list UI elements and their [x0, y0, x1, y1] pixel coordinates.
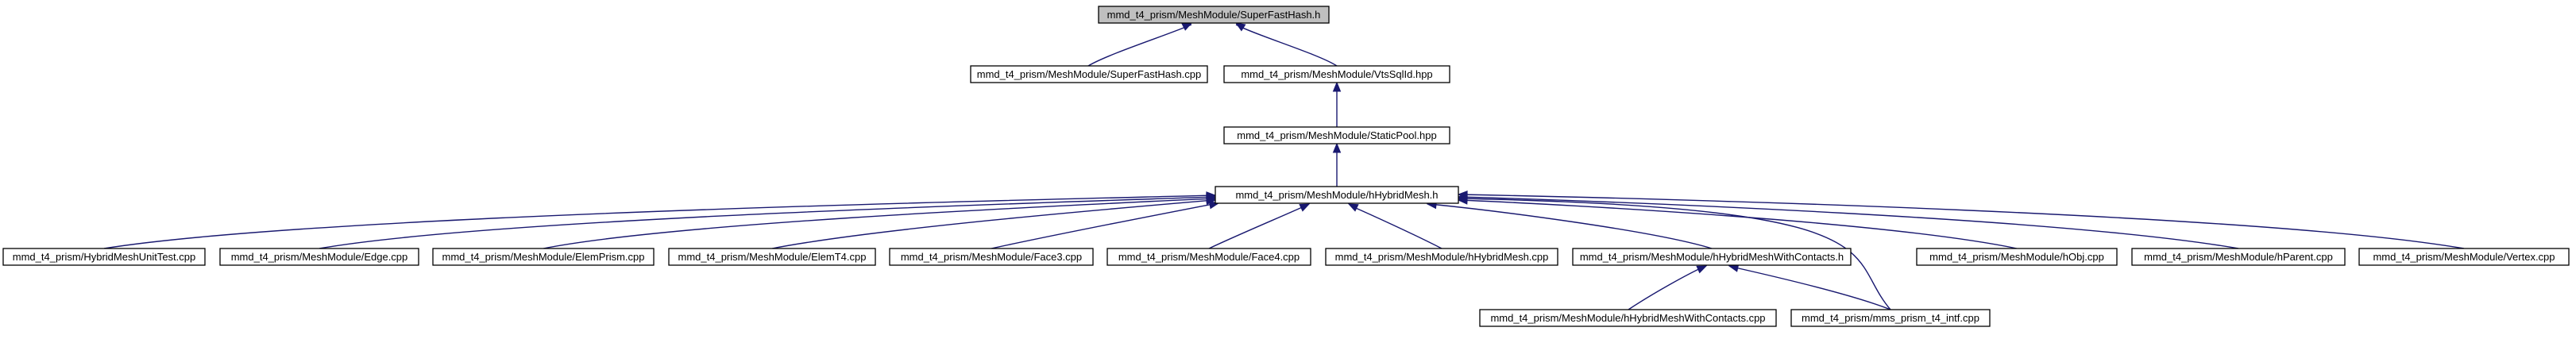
node-label: mmd_t4_prism/MeshModule/ElemT4.cpp — [678, 251, 867, 263]
nodes-layer: mmd_t4_prism/MeshModule/SuperFastHash.hm… — [2, 6, 2570, 327]
edge-hhybridmeshwithcontacts_cpp-to-hhybridmeshwithcontacts_h — [1628, 265, 1708, 310]
edge-line — [1628, 266, 1705, 310]
node-elemprism_cpp[interactable]: mmd_t4_prism/MeshModule/ElemPrism.cpp — [432, 248, 655, 266]
edge-line — [1459, 199, 2018, 249]
node-hhybridmeshwithcontacts_cpp[interactable]: mmd_t4_prism/MeshModule/hHybridMeshWithC… — [1479, 309, 1777, 327]
node-box[interactable] — [1790, 309, 1991, 327]
edge-edge_cpp-to-hhybridmesh_h — [319, 193, 1217, 249]
root-node-box[interactable] — [1098, 6, 1330, 24]
arrowhead — [1696, 265, 1708, 274]
arrowhead — [1457, 194, 1468, 203]
edge-line — [1731, 266, 1891, 310]
edge-line — [991, 202, 1218, 249]
arrowhead — [1181, 22, 1193, 31]
node-hparent_cpp[interactable]: mmd_t4_prism/MeshModule/hParent.cpp — [2131, 248, 2346, 266]
node-box[interactable] — [1479, 309, 1777, 327]
node-box[interactable] — [219, 248, 419, 266]
node-box[interactable] — [2358, 248, 2570, 266]
node-label: mmd_t4_prism/MeshModule/Face4.cpp — [1118, 251, 1300, 263]
edge-line — [543, 198, 1215, 249]
node-label: mmd_t4_prism/MeshModule/hHybridMeshWithC… — [1580, 251, 1844, 263]
edge-hobj_cpp-to-hhybridmesh_h — [1457, 196, 2018, 249]
edge-face4_cpp-to-hhybridmesh_h — [1208, 203, 1311, 249]
node-box[interactable] — [2131, 248, 2346, 266]
node-box[interactable] — [970, 65, 1208, 83]
edge-hhybridmesh_cpp-to-hhybridmesh_h — [1347, 203, 1442, 249]
arrowhead — [1332, 81, 1342, 92]
node-label: mmd_t4_prism/mms_prism_t4_intf.cpp — [1802, 312, 1979, 324]
node-label: mmd_t4_prism/MeshModule/ElemPrism.cpp — [442, 251, 644, 263]
node-hhybridmeshwithcontacts_h[interactable]: mmd_t4_prism/MeshModule/hHybridMeshWithC… — [1572, 248, 1852, 266]
node-label: mmd_t4_prism/MeshModule/hObj.cpp — [1929, 251, 2104, 263]
node-hobj_cpp[interactable]: mmd_t4_prism/MeshModule/hObj.cpp — [1916, 248, 2118, 266]
node-box[interactable] — [1106, 248, 1311, 266]
node-edge_cpp[interactable]: mmd_t4_prism/MeshModule/Edge.cpp — [219, 248, 419, 266]
node-staticpool_hpp[interactable]: mmd_t4_prism/MeshModule/StaticPool.hpp — [1223, 126, 1450, 144]
node-superfasthash_h[interactable]: mmd_t4_prism/MeshModule/SuperFastHash.h — [1098, 6, 1330, 24]
edge-mms_prism_t4_intf_cpp-to-hhybridmesh_h — [1457, 194, 1891, 310]
edge-line — [319, 196, 1215, 249]
node-label: mmd_t4_prism/MeshModule/Face3.cpp — [901, 251, 1082, 263]
node-label: mmd_t4_prism/MeshModule/StaticPool.hpp — [1237, 129, 1436, 141]
node-hhybridmesh_cpp[interactable]: mmd_t4_prism/MeshModule/hHybridMesh.cpp — [1325, 248, 1558, 266]
edge-hybridmeshunittest_cpp-to-hhybridmesh_h — [103, 191, 1217, 249]
edge-line — [1429, 203, 1713, 249]
node-label: mmd_t4_prism/MeshModule/SuperFastHash.h — [1107, 9, 1321, 21]
node-box[interactable] — [1916, 248, 2118, 266]
edge-line — [1235, 24, 1338, 67]
node-face4_cpp[interactable]: mmd_t4_prism/MeshModule/Face4.cpp — [1106, 248, 1311, 266]
node-box[interactable] — [2, 248, 206, 266]
edge-line — [1459, 198, 1891, 310]
arrowhead — [1234, 22, 1246, 32]
edge-hhybridmesh_h-to-staticpool_hpp — [1332, 142, 1342, 187]
node-box[interactable] — [1325, 248, 1558, 266]
node-box[interactable] — [889, 248, 1094, 266]
arrowhead — [1299, 203, 1311, 212]
node-label: mmd_t4_prism/HybridMeshUnitTest.cpp — [13, 251, 195, 263]
arrowhead — [1332, 142, 1342, 153]
node-label: mmd_t4_prism/MeshModule/Edge.cpp — [231, 251, 408, 263]
edges-layer — [103, 22, 2465, 310]
edge-face3_cpp-to-hhybridmesh_h — [991, 200, 1220, 249]
edge-mms_prism_t4_intf_cpp-to-hhybridmeshwithcontacts_h — [1728, 264, 1891, 310]
edge-line — [1459, 196, 2239, 249]
node-superfasthash_cpp[interactable]: mmd_t4_prism/MeshModule/SuperFastHash.cp… — [970, 65, 1208, 83]
edge-line — [771, 199, 1215, 249]
node-box[interactable] — [1572, 248, 1852, 266]
node-label: mmd_t4_prism/MeshModule/hHybridMeshWithC… — [1490, 312, 1765, 324]
edge-line — [103, 195, 1215, 249]
edge-line — [1087, 24, 1192, 67]
node-elemt4_cpp[interactable]: mmd_t4_prism/MeshModule/ElemT4.cpp — [668, 248, 876, 266]
node-box[interactable] — [1223, 65, 1450, 83]
node-hhybridmesh_h[interactable]: mmd_t4_prism/MeshModule/hHybridMesh.h — [1215, 186, 1459, 204]
node-box[interactable] — [432, 248, 655, 266]
node-vtssqlid_hpp[interactable]: mmd_t4_prism/MeshModule/VtsSqlId.hpp — [1223, 65, 1450, 83]
edge-elemprism_cpp-to-hhybridmesh_h — [543, 195, 1217, 249]
node-hybridmeshunittest_cpp[interactable]: mmd_t4_prism/HybridMeshUnitTest.cpp — [2, 248, 206, 266]
node-box[interactable] — [668, 248, 876, 266]
node-box[interactable] — [1223, 126, 1450, 144]
edge-line — [1350, 205, 1442, 249]
edge-line — [1208, 204, 1308, 249]
edge-staticpool_hpp-to-vtssqlid_hpp — [1332, 81, 1342, 127]
edge-superfasthash_cpp-to-superfasthash_h — [1087, 22, 1193, 67]
edge-line — [1459, 194, 2465, 249]
node-vertex_cpp[interactable]: mmd_t4_prism/MeshModule/Vertex.cpp — [2358, 248, 2570, 266]
node-label: mmd_t4_prism/MeshModule/hHybridMesh.h — [1235, 189, 1438, 201]
node-box[interactable] — [1215, 186, 1459, 204]
node-label: mmd_t4_prism/MeshModule/Vertex.cpp — [2373, 251, 2555, 263]
node-mms_prism_t4_intf_cpp[interactable]: mmd_t4_prism/mms_prism_t4_intf.cpp — [1790, 309, 1991, 327]
node-face3_cpp[interactable]: mmd_t4_prism/MeshModule/Face3.cpp — [889, 248, 1094, 266]
node-label: mmd_t4_prism/MeshModule/hHybridMesh.cpp — [1335, 251, 1549, 263]
node-label: mmd_t4_prism/MeshModule/SuperFastHash.cp… — [977, 68, 1202, 80]
node-label: mmd_t4_prism/MeshModule/VtsSqlId.hpp — [1241, 68, 1432, 80]
arrowhead — [1347, 203, 1359, 212]
edge-vtssqlid_hpp-to-superfasthash_h — [1234, 22, 1338, 67]
node-label: mmd_t4_prism/MeshModule/hParent.cpp — [2144, 251, 2333, 263]
